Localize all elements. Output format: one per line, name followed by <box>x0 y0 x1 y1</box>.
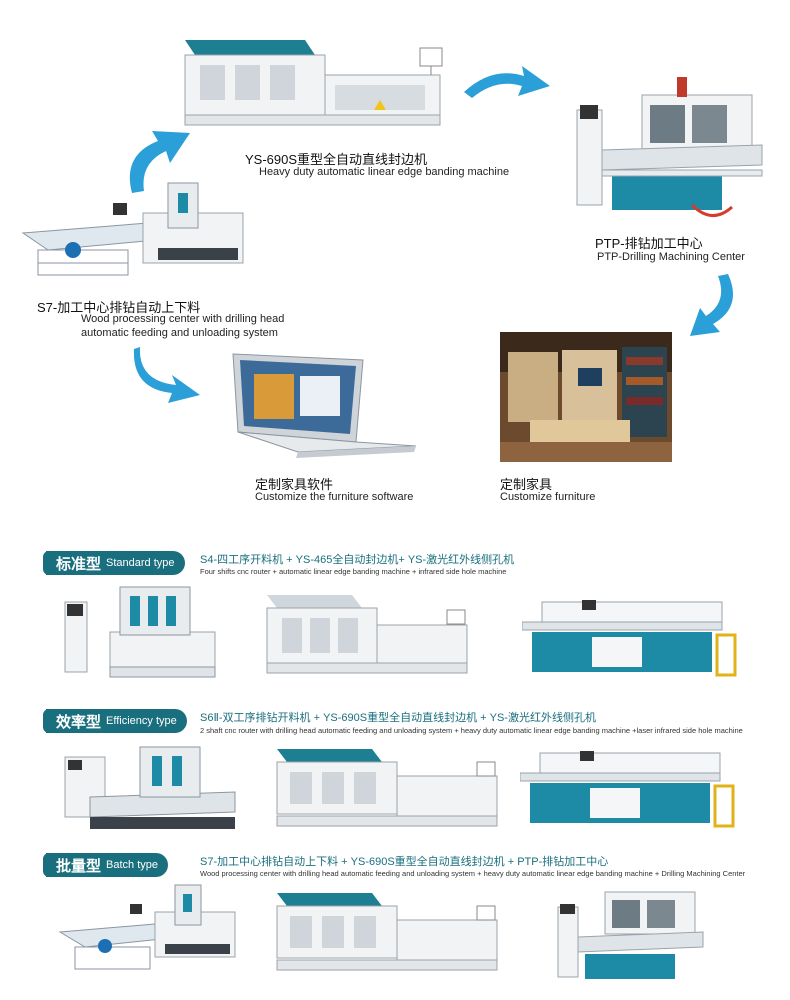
s7-title-en-2: automatic feeding and unloading system <box>81 327 278 339</box>
batch-type-combo-en: Wood processing center with drilling hea… <box>200 869 746 878</box>
ys465-edge-bander-image <box>266 595 468 674</box>
edge-banding-machine-image <box>184 40 443 126</box>
custom-furniture-photo-image <box>500 332 672 462</box>
software-title-en: Customize the furniture software <box>255 491 414 503</box>
s4-router-image <box>64 586 216 678</box>
edge-bander-title-en: Heavy duty automatic linear edge banding… <box>259 166 510 178</box>
standard-type-banner: 标准型 Standard type <box>43 551 185 575</box>
s7-processing-center-image <box>21 182 244 276</box>
flow-arrow-right-down-icon <box>690 274 733 336</box>
flow-arrow-left-up-icon <box>129 131 190 193</box>
efficiency-type-combo-en: 2 shaft cnc router with drilling head au… <box>200 726 743 735</box>
laser-side-hole-machine-image-2 <box>520 751 735 828</box>
ys690s-edge-bander-image-2 <box>276 749 498 827</box>
s7-title-en-1: Wood processing center with drilling hea… <box>81 313 285 325</box>
standard-type-combo-en: Four shifts cnc router + automatic linea… <box>200 567 507 576</box>
flow-arrow-top-right-icon <box>464 66 550 98</box>
edge-bander-title-cn: YS-690S重型全自动直线封边机 <box>245 152 428 167</box>
ptp-title-cn: PTP-排钻加工中心 <box>595 236 703 251</box>
laser-side-hole-machine-image <box>522 600 737 677</box>
efficiency-type-label-en: Efficiency type <box>106 715 177 727</box>
efficiency-type-banner: 效率型 Efficiency type <box>43 709 187 733</box>
ptp-drilling-center-image <box>576 77 763 217</box>
ptp-drilling-center-image-2 <box>557 891 704 979</box>
ptp-title-en: PTP-Drilling Machining Center <box>597 251 745 263</box>
efficiency-type-combo-cn: S6Ⅱ-双工序排钻开料机 + YS-690S重型全自动直线封边机 + YS-激光… <box>200 712 596 724</box>
furniture-title-cn: 定制家具 <box>500 477 553 492</box>
standard-type-combo-cn: S4-四工序开料机 + YS-465全自动封边机+ YS-激光红外线侧孔机 <box>200 554 515 566</box>
standard-type-label-cn: 标准型 <box>56 555 102 573</box>
batch-type-combo-cn: S7-加工中心排钻自动上下料 + YS-690S重型全自动直线封边机 + PTP… <box>200 856 609 868</box>
ys690s-edge-bander-image-3 <box>276 893 498 971</box>
s6-router-image <box>64 746 236 829</box>
furniture-title-en: Customize furniture <box>500 491 596 503</box>
standard-type-label-en: Standard type <box>106 557 175 569</box>
furniture-software-laptop-image <box>232 353 417 458</box>
efficiency-type-label-cn: 效率型 <box>56 713 102 731</box>
batch-type-label-cn: 批量型 <box>56 857 102 875</box>
batch-type-label-en: Batch type <box>106 859 158 871</box>
batch-type-banner: 批量型 Batch type <box>43 853 168 877</box>
s7-processing-center-image-2 <box>58 884 236 970</box>
flow-arrow-left-down-icon <box>133 347 200 403</box>
s7-title-cn: S7-加工中心排钻自动上下料 <box>37 300 201 315</box>
software-title-cn: 定制家具软件 <box>255 477 334 492</box>
